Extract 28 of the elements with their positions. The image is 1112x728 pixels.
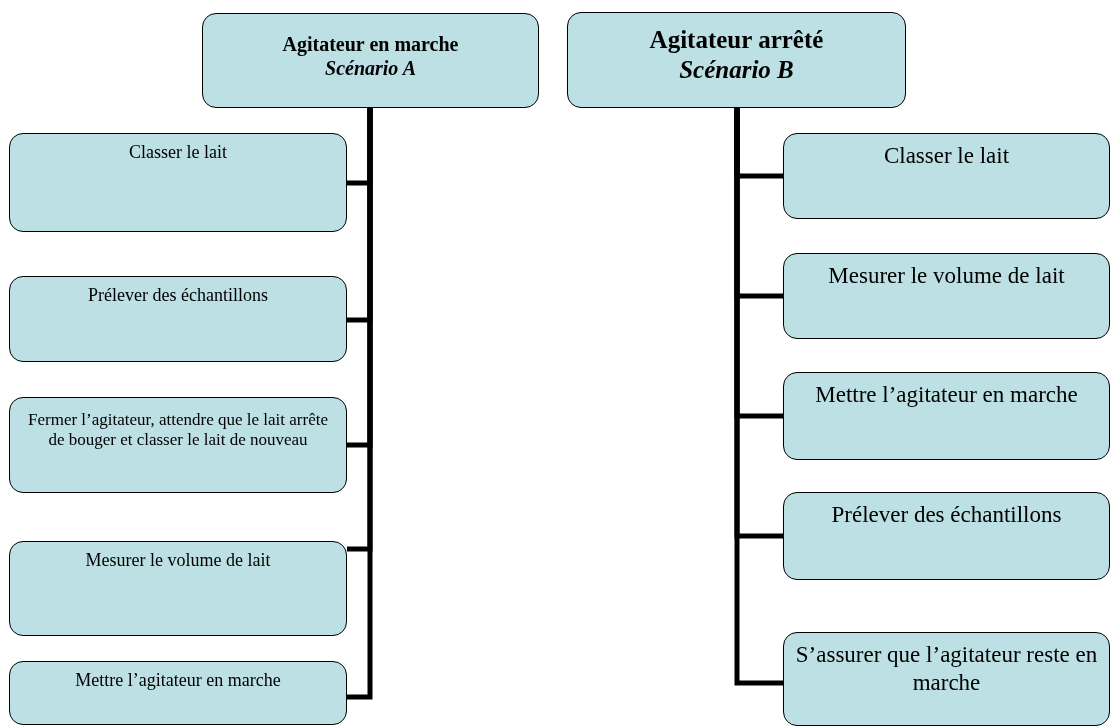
step-box bbox=[9, 276, 347, 362]
step-text: Mettre l’agitateur en marche bbox=[814, 381, 1079, 409]
step-box bbox=[783, 492, 1110, 580]
step-text: Prélever des échantillons bbox=[87, 285, 269, 307]
subheading: Scénario B bbox=[678, 55, 795, 85]
heading: Agitateur arrêté bbox=[648, 25, 825, 55]
step-box bbox=[783, 133, 1110, 219]
step-box bbox=[783, 372, 1110, 460]
step-text: S’assurer que l’agitateur reste en marche bbox=[794, 641, 1099, 697]
step-box bbox=[9, 661, 347, 725]
step-text: Mesurer le volume de lait bbox=[827, 262, 1066, 290]
subheading: Scénario A bbox=[324, 56, 417, 80]
step-text: Classer le lait bbox=[882, 142, 1011, 170]
step-box bbox=[783, 253, 1110, 339]
step-box bbox=[783, 632, 1110, 726]
step-box bbox=[567, 12, 906, 108]
connector-line bbox=[347, 108, 373, 700]
step-box bbox=[9, 541, 347, 636]
step-text: Mettre l’agitateur en marche bbox=[74, 670, 282, 692]
step-box bbox=[9, 133, 347, 232]
connector-line bbox=[734, 108, 783, 686]
step-box bbox=[202, 13, 539, 108]
step-text: Prélever des échantillons bbox=[830, 501, 1063, 529]
step-box bbox=[9, 397, 347, 493]
step-text: Fermer l’agitateur, attendre que le lait arrête de bouger et classer le lait de nouveau bbox=[27, 410, 329, 451]
heading: Agitateur en marche bbox=[281, 32, 460, 56]
step-text: Mesurer le volume de lait bbox=[84, 550, 272, 572]
step-text: Classer le lait bbox=[128, 142, 228, 164]
